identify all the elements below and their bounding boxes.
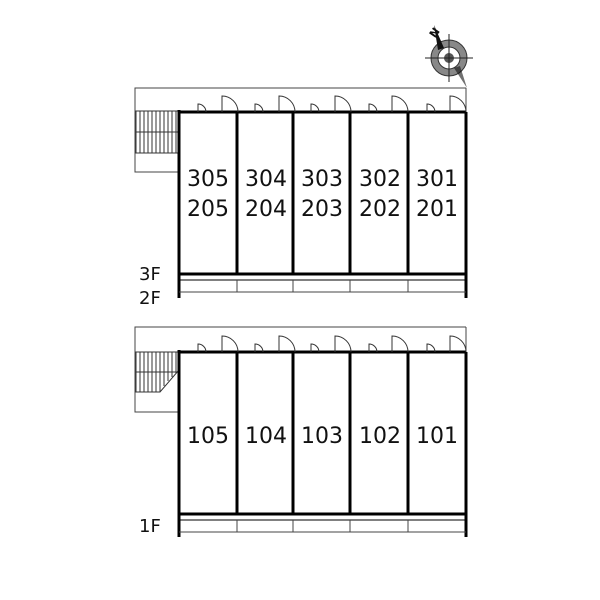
upper-doors xyxy=(197,95,467,113)
compass-rose-icon xyxy=(425,25,473,88)
lower-corridor-outline xyxy=(134,326,180,413)
floor-label-2f: 2F xyxy=(139,288,161,309)
unit-label: 301 xyxy=(416,167,458,192)
unit-label: 202 xyxy=(359,197,401,222)
unit-label: 201 xyxy=(416,197,458,222)
upper-stairs-icon xyxy=(135,110,180,154)
unit-label: 303 xyxy=(301,167,343,192)
lower-doors xyxy=(197,335,467,353)
lower-balcony xyxy=(178,513,467,521)
lower-stairs-icon xyxy=(135,351,180,393)
unit-label: 102 xyxy=(359,424,401,449)
unit-label: 105 xyxy=(187,424,229,449)
floor-label-1f: 1F xyxy=(139,516,161,537)
lower-block: 105 104 103 102 101 1F xyxy=(134,326,468,537)
upper-block: 305 304 303 302 301 205 204 203 202 201 … xyxy=(134,87,468,309)
unit-label: 203 xyxy=(301,197,343,222)
unit-label: 101 xyxy=(416,424,458,449)
unit-label: 304 xyxy=(245,167,287,192)
floor-label-3f: 3F xyxy=(139,264,161,285)
unit-label: 103 xyxy=(301,424,343,449)
unit-label: 205 xyxy=(187,197,229,222)
unit-label: 104 xyxy=(245,424,287,449)
unit-label: 305 xyxy=(187,167,229,192)
upper-balcony xyxy=(178,273,467,281)
unit-label: 204 xyxy=(245,197,287,222)
upper-corridor-outline xyxy=(134,87,180,173)
compass-north-label: N xyxy=(427,25,443,40)
unit-label: 302 xyxy=(359,167,401,192)
